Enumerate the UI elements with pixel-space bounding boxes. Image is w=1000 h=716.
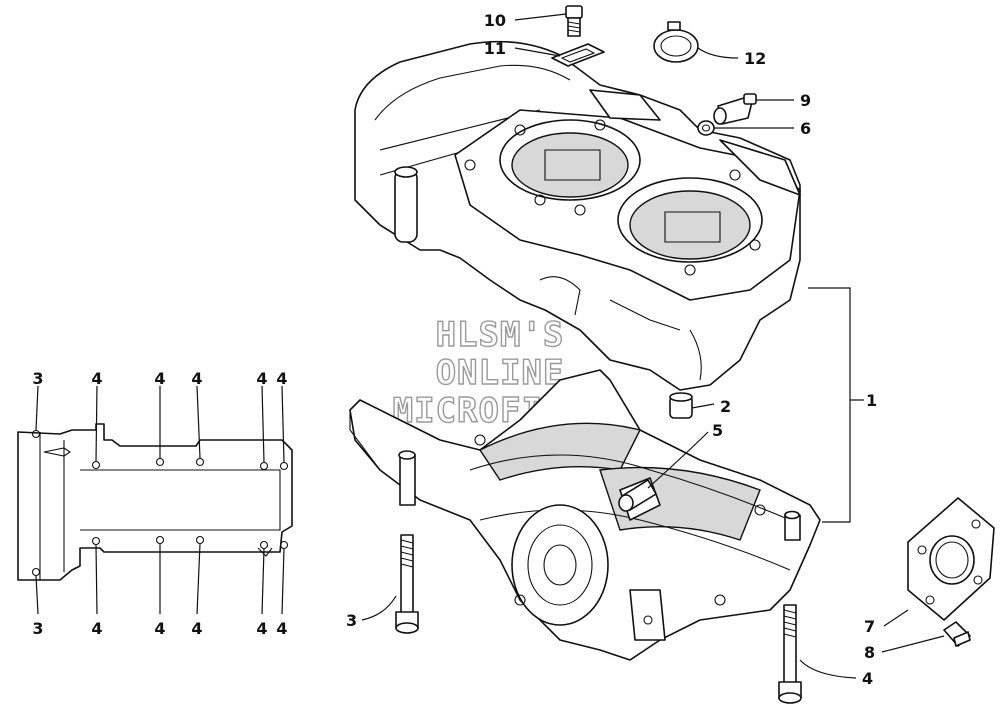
upper-crankcase — [354, 40, 801, 391]
sequence-bottom-label-5: 4 — [256, 619, 267, 638]
bolt-hole-3-top — [31, 429, 41, 439]
bolt-sequence-diagram: 3 4 4 4 4 4 3 4 4 4 4 4 — [17, 369, 293, 638]
bolt-3 — [395, 534, 419, 634]
watermark-line-2: ONLINE — [436, 353, 565, 393]
callout-labels: 10 11 12 9 6 2 5 1 3 4 7 8 — [346, 11, 877, 688]
callout-12: 12 — [744, 49, 766, 68]
washer-6 — [697, 120, 715, 136]
sequence-top-label-6: 4 — [276, 369, 287, 388]
callout-6: 6 — [800, 119, 811, 138]
callout-7: 7 — [864, 617, 875, 636]
hose-clamp-12 — [653, 21, 699, 63]
sequence-bottom-label-6: 4 — [276, 619, 287, 638]
callout-2: 2 — [720, 397, 731, 416]
sequence-top-label-4: 4 — [191, 369, 202, 388]
callout-3: 3 — [346, 611, 357, 630]
sequence-bottom-label-4: 4 — [191, 619, 202, 638]
fitting-9 — [713, 93, 757, 125]
sequence-top-label-2: 4 — [91, 369, 102, 388]
callout-8: 8 — [864, 643, 875, 662]
gasket-7 — [907, 497, 995, 621]
sequence-bottom-label-3: 4 — [154, 619, 165, 638]
sequence-bottom-label-2: 4 — [91, 619, 102, 638]
watermark-line-1: HLSM'S — [436, 315, 565, 355]
callout-leaders — [361, 13, 945, 679]
sequence-bottom-label-1: 3 — [32, 619, 43, 638]
callout-4: 4 — [862, 669, 873, 688]
callout-5: 5 — [712, 421, 723, 440]
callout-9: 9 — [800, 91, 811, 110]
sequence-top-label-1: 3 — [32, 369, 43, 388]
dowel-pin-2 — [669, 392, 693, 419]
bolt-10 — [565, 5, 583, 37]
callout-1: 1 — [866, 391, 877, 410]
callout-11: 11 — [484, 39, 506, 58]
callout-10: 10 — [484, 11, 506, 30]
dowel-pin-5 — [618, 479, 657, 512]
sequence-top-label-5: 4 — [256, 369, 267, 388]
sequence-top-label-3: 4 — [154, 369, 165, 388]
bolt-hole-3-bottom — [31, 567, 41, 577]
bolt-8 — [943, 621, 971, 647]
bolt-4 — [778, 604, 802, 704]
gasket-11 — [551, 43, 605, 67]
